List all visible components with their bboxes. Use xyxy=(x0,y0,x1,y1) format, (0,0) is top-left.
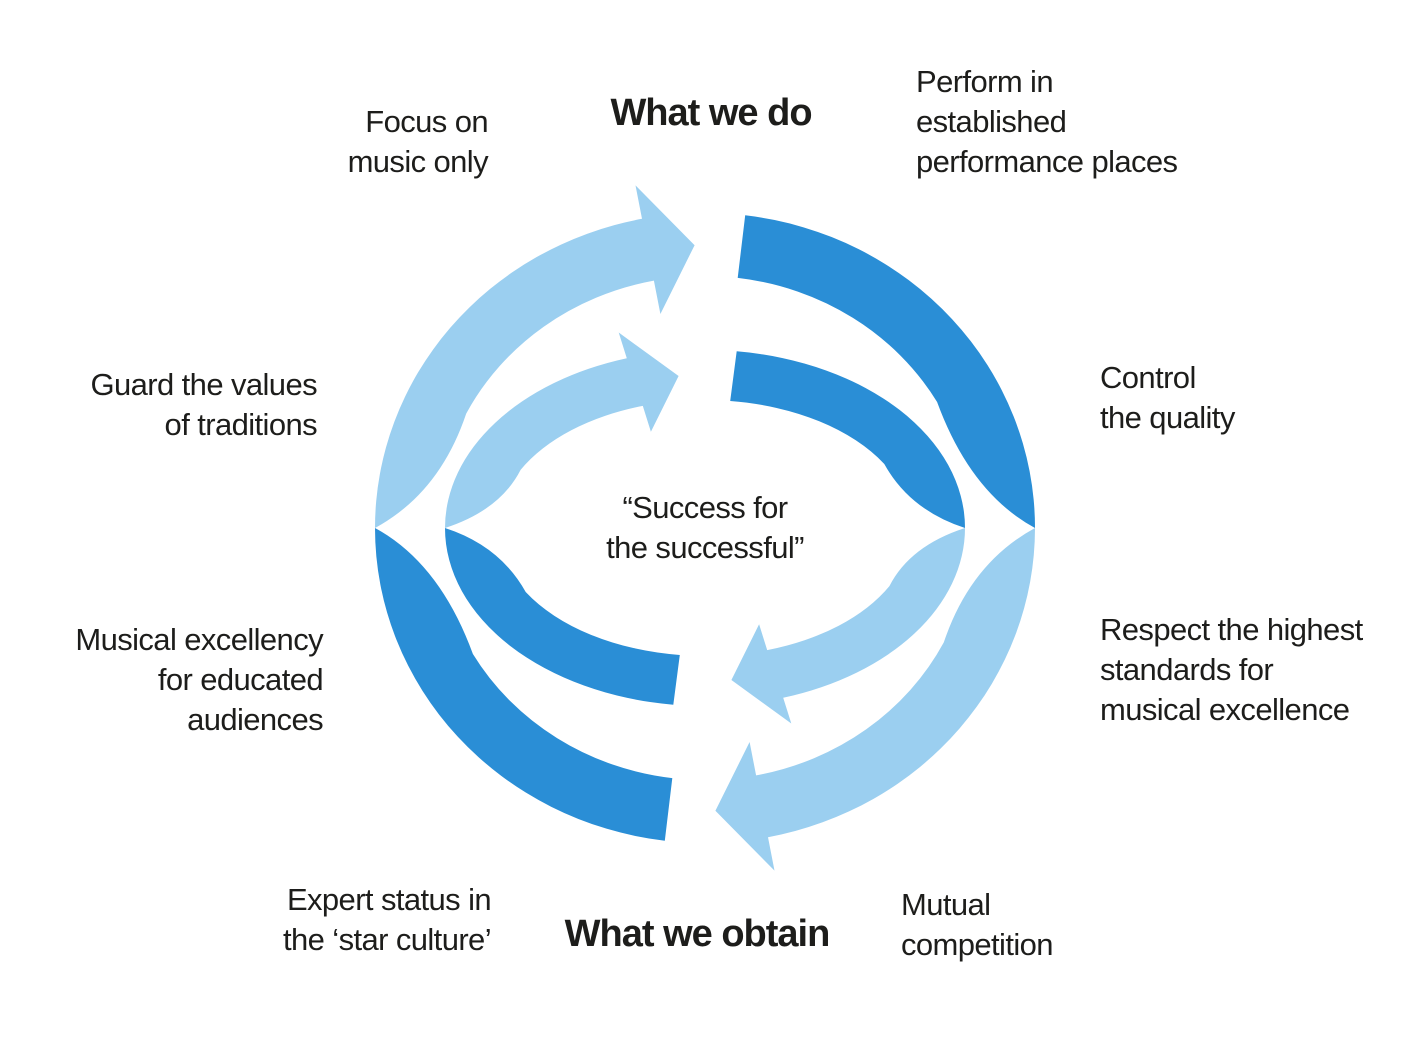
curved-arc-dark-right-inner-icon xyxy=(730,351,965,528)
annotation-respect-line2: standards for xyxy=(1100,652,1274,687)
annotation-musical-line1: Musical excellency xyxy=(75,622,323,657)
annotation-respect-line3: musical excellence xyxy=(1100,692,1350,727)
annotation-control: Control the quality xyxy=(1100,358,1235,438)
heading-what-we-do: What we do xyxy=(610,92,812,134)
annotation-control-line2: the quality xyxy=(1100,400,1235,435)
annotation-mutual: Mutual competition xyxy=(901,885,1054,965)
curved-arrow-light-top-inner-icon xyxy=(444,332,679,528)
curved-arc-dark-left-inner-icon xyxy=(445,528,680,705)
center-quote: “Success for the successful” xyxy=(555,488,855,568)
annotation-musical-line3: audiences xyxy=(187,702,324,737)
annotation-control-line1: Control xyxy=(1100,360,1196,395)
annotation-guard-line2: of traditions xyxy=(164,407,318,442)
annotation-respect-line1: Respect the highest xyxy=(1100,612,1363,647)
annotation-musical: Musical excellency for educated audience… xyxy=(75,620,323,740)
annotation-focus-line2: music only xyxy=(347,144,489,179)
annotation-expert: Expert status in the ‘star culture’ xyxy=(282,880,492,960)
annotation-guard-line1: Guard the values xyxy=(90,367,318,402)
annotation-expert-line2: the ‘star culture’ xyxy=(282,922,492,957)
curved-arrow-light-bottom-inner-icon xyxy=(731,528,965,724)
heading-what-we-obtain: What we obtain xyxy=(564,913,831,955)
curved-arc-dark-right-outer-icon xyxy=(737,215,1036,529)
annotation-focus-line1: Focus on xyxy=(365,104,488,139)
annotation-perform-line3: performance places xyxy=(916,144,1178,179)
annotation-perform-line2: established xyxy=(916,104,1067,139)
center-quote-line2: the successful” xyxy=(606,530,804,565)
curved-arrow-light-bottom-outer-icon xyxy=(715,528,1035,871)
annotation-guard: Guard the values of traditions xyxy=(91,365,318,445)
annotation-mutual-line1: Mutual xyxy=(901,887,991,922)
annotation-respect: Respect the highest standards for musica… xyxy=(1100,610,1363,730)
annotation-perform: Perform in established performance place… xyxy=(916,62,1178,182)
annotation-musical-line2: for educated xyxy=(157,662,324,697)
annotation-focus: Focus on music only xyxy=(347,102,489,182)
center-quote-line1: “Success for xyxy=(622,490,788,525)
annotation-mutual-line2: competition xyxy=(901,927,1054,962)
curved-arc-dark-left-outer-icon xyxy=(375,528,673,841)
annotation-expert-line1: Expert status in xyxy=(286,882,492,917)
annotation-perform-line1: Perform in xyxy=(916,64,1054,99)
curved-arrow-light-top-outer-icon xyxy=(375,185,695,528)
